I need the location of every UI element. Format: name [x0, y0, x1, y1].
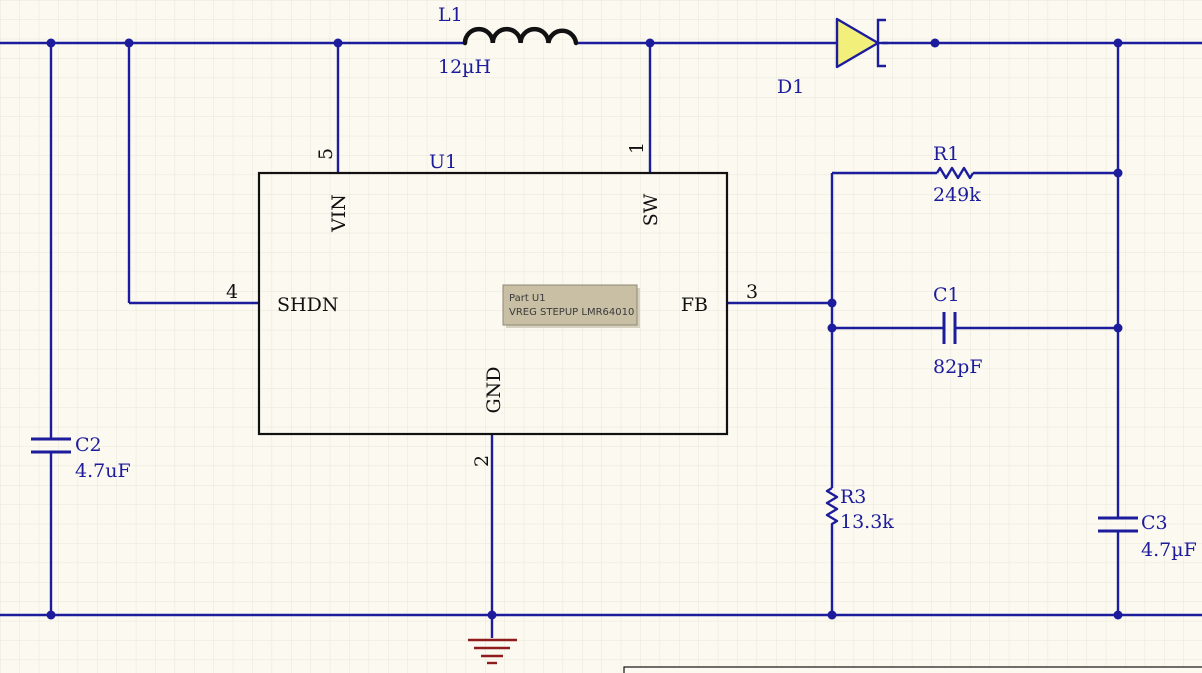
pin-shdn-number: 4	[226, 281, 238, 303]
inductor-designator: L1	[438, 4, 463, 26]
pin-vin-name: VIN	[328, 194, 350, 233]
pin-sw-name: SW	[640, 193, 662, 226]
junctions	[46, 38, 1123, 620]
capacitor-C1[interactable]: C1 82pF	[912, 284, 987, 378]
junction-dot	[46, 38, 56, 48]
pin-gnd-number: 2	[471, 455, 493, 467]
resistor-R1[interactable]: R1 249k	[912, 143, 1010, 206]
junction-dot	[1113, 38, 1123, 48]
capacitor-C3[interactable]: C3 4.7µF	[1098, 512, 1197, 561]
junction-dot	[46, 610, 56, 620]
resistor-R1-designator: R1	[933, 143, 959, 165]
ic-U1[interactable]: U1 5 VIN 1 SW 4 SHDN 3 FB 2 GND	[226, 142, 758, 467]
pin-fb-number: 3	[746, 281, 758, 303]
resistor-symbol	[935, 166, 975, 180]
part-tooltip: Part U1 VREG STEPUP LMR64010	[502, 284, 640, 328]
pin-sw-number: 1	[626, 142, 648, 154]
capacitor-C2-designator: C2	[75, 434, 102, 456]
junction-dot	[930, 38, 940, 48]
capacitor-C1-value: 82pF	[933, 356, 983, 378]
resistor-R1-value: 249k	[933, 184, 981, 206]
junction-dot	[1113, 610, 1123, 620]
ground-symbol[interactable]	[468, 638, 517, 665]
ic-body	[257, 171, 729, 436]
diode-D1[interactable]: D1	[777, 17, 888, 98]
junction-dot	[124, 38, 134, 48]
pin-vin-number: 5	[315, 148, 337, 160]
pin-fb-name: FB	[681, 294, 708, 316]
resistor-R3[interactable]: R3 13.3k	[825, 486, 894, 533]
resistor-R3-value: 13.3k	[840, 511, 894, 533]
junction-dot	[1113, 168, 1123, 178]
capacitor-C3-value: 4.7µF	[1141, 539, 1197, 561]
junction-dot	[827, 323, 837, 333]
junction-dot	[333, 38, 343, 48]
tooltip-line-2: VREG STEPUP LMR64010	[509, 307, 634, 318]
diode-symbol	[835, 17, 880, 69]
capacitor-C2-value: 4.7uF	[75, 460, 131, 482]
tooltip-line-1: Part U1	[509, 293, 546, 304]
junction-dot	[827, 610, 837, 620]
resistor-symbol	[825, 486, 839, 530]
tooltip-box	[502, 284, 638, 326]
junction-dot	[645, 38, 655, 48]
junction-dot	[1113, 323, 1123, 333]
inductor-symbol	[462, 26, 579, 46]
capacitor-C1-designator: C1	[933, 284, 960, 306]
inductor-value: 12µH	[438, 56, 491, 78]
junction-dot	[487, 610, 497, 620]
diode-designator: D1	[777, 76, 804, 98]
pin-gnd-name: GND	[483, 366, 505, 413]
inductor-L1[interactable]: L1 12µH	[438, 4, 579, 78]
capacitor-C2[interactable]: C2 4.7uF	[31, 434, 131, 482]
junction-dot	[827, 298, 837, 308]
resistor-R3-designator: R3	[840, 486, 866, 508]
panel-frame	[623, 666, 1202, 673]
ic-designator: U1	[429, 151, 457, 173]
pin-shdn-name: SHDN	[277, 294, 338, 316]
capacitor-C3-designator: C3	[1141, 512, 1168, 534]
bottom-panel-edge	[623, 666, 1202, 673]
